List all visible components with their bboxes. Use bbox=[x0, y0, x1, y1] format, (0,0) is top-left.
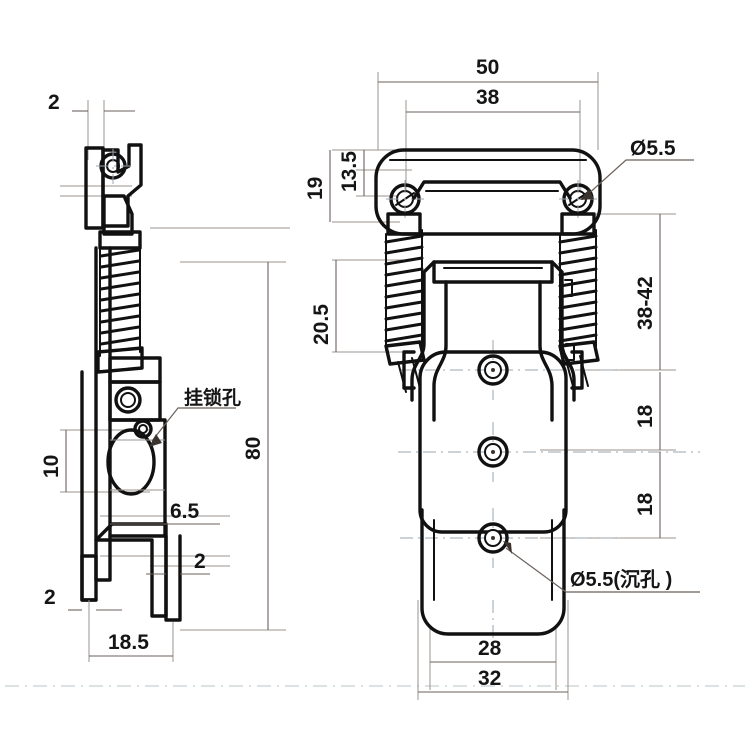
dimension-hole-pitch-upper: 18 bbox=[634, 372, 661, 450]
side-view: 挂锁孔 2 10 6.5 2 2 bbox=[40, 91, 290, 662]
dimension-bottom-thickness-left: 2 bbox=[44, 586, 122, 611]
front-view: 50 38 19 13.5 20.5 Ø5.5 bbox=[304, 56, 700, 700]
dimension-inner-width-label: 28 bbox=[478, 637, 502, 660]
dimension-mount-hole-span: 38 bbox=[406, 86, 580, 113]
front-view-spring-right bbox=[558, 212, 600, 391]
dimension-hole-pitch-lower-label: 18 bbox=[634, 492, 657, 516]
side-view-spring bbox=[99, 243, 141, 357]
dimension-top-thickness-label: 2 bbox=[48, 91, 60, 114]
dimension-hole-center-height: 13.5 bbox=[338, 150, 365, 196]
dimension-top-thickness: 2 bbox=[48, 91, 135, 114]
dimension-base-width-label: 18.5 bbox=[108, 631, 149, 654]
dimension-hole-pitch-lower: 18 bbox=[634, 452, 661, 538]
counterbore-hole-annotation: Ø5.5(沉孔 ) bbox=[503, 541, 700, 593]
dimension-hole-pitch-upper-label: 18 bbox=[634, 404, 657, 428]
dimension-bottom-thickness-right: 2 bbox=[146, 550, 210, 575]
dimension-overall-height-label: 80 bbox=[242, 437, 265, 460]
padlock-hole-annotation: 挂锁孔 bbox=[149, 386, 241, 447]
mount-hole-label: Ø5.5 bbox=[630, 137, 676, 160]
dimension-body-width-label: 32 bbox=[478, 667, 501, 690]
dimension-top-plate-height-label: 19 bbox=[304, 177, 327, 200]
front-view-latch-body bbox=[402, 260, 584, 636]
mount-hole-annotation: Ø5.5 bbox=[580, 137, 694, 200]
dimension-body-width: 32 bbox=[418, 667, 568, 693]
side-view-body bbox=[80, 143, 182, 622]
dimension-inner-width: 28 bbox=[430, 637, 556, 663]
counterbore-hole-label: Ø5.5(沉孔 ) bbox=[570, 568, 672, 591]
front-view-extension-lines bbox=[332, 72, 676, 700]
dimension-overall-height: 80 bbox=[180, 261, 286, 631]
dimension-spring-length: 20.5 bbox=[310, 260, 337, 352]
dimension-overall-width-label: 50 bbox=[476, 56, 499, 79]
front-view-mount-plate bbox=[374, 148, 602, 236]
dimension-hole-offset: 6.5 bbox=[110, 500, 220, 525]
dimension-adjust-range: 38-42 bbox=[634, 214, 661, 370]
dimension-mount-hole-span-label: 38 bbox=[476, 86, 500, 109]
dimension-bottom-thickness-right-label: 2 bbox=[194, 550, 206, 573]
dimension-base-width: 18.5 bbox=[88, 600, 174, 662]
dimension-hole-spacing: 10 bbox=[40, 430, 67, 492]
dimension-bottom-thickness-left-label: 2 bbox=[44, 586, 56, 609]
dimension-hole-offset-label: 6.5 bbox=[170, 500, 200, 523]
dimension-top-plate-height: 19 bbox=[304, 150, 331, 222]
dimension-spring-length-label: 20.5 bbox=[310, 304, 333, 345]
dimension-adjust-range-label: 38-42 bbox=[634, 276, 657, 330]
dimension-hole-center-height-label: 13.5 bbox=[338, 151, 361, 192]
front-view-spring-left bbox=[384, 212, 426, 393]
padlock-hole-label: 挂锁孔 bbox=[184, 386, 241, 409]
dimension-overall-width: 50 bbox=[378, 56, 598, 83]
front-view-centerlines bbox=[398, 340, 700, 640]
dimension-hole-spacing-label: 10 bbox=[40, 455, 63, 478]
